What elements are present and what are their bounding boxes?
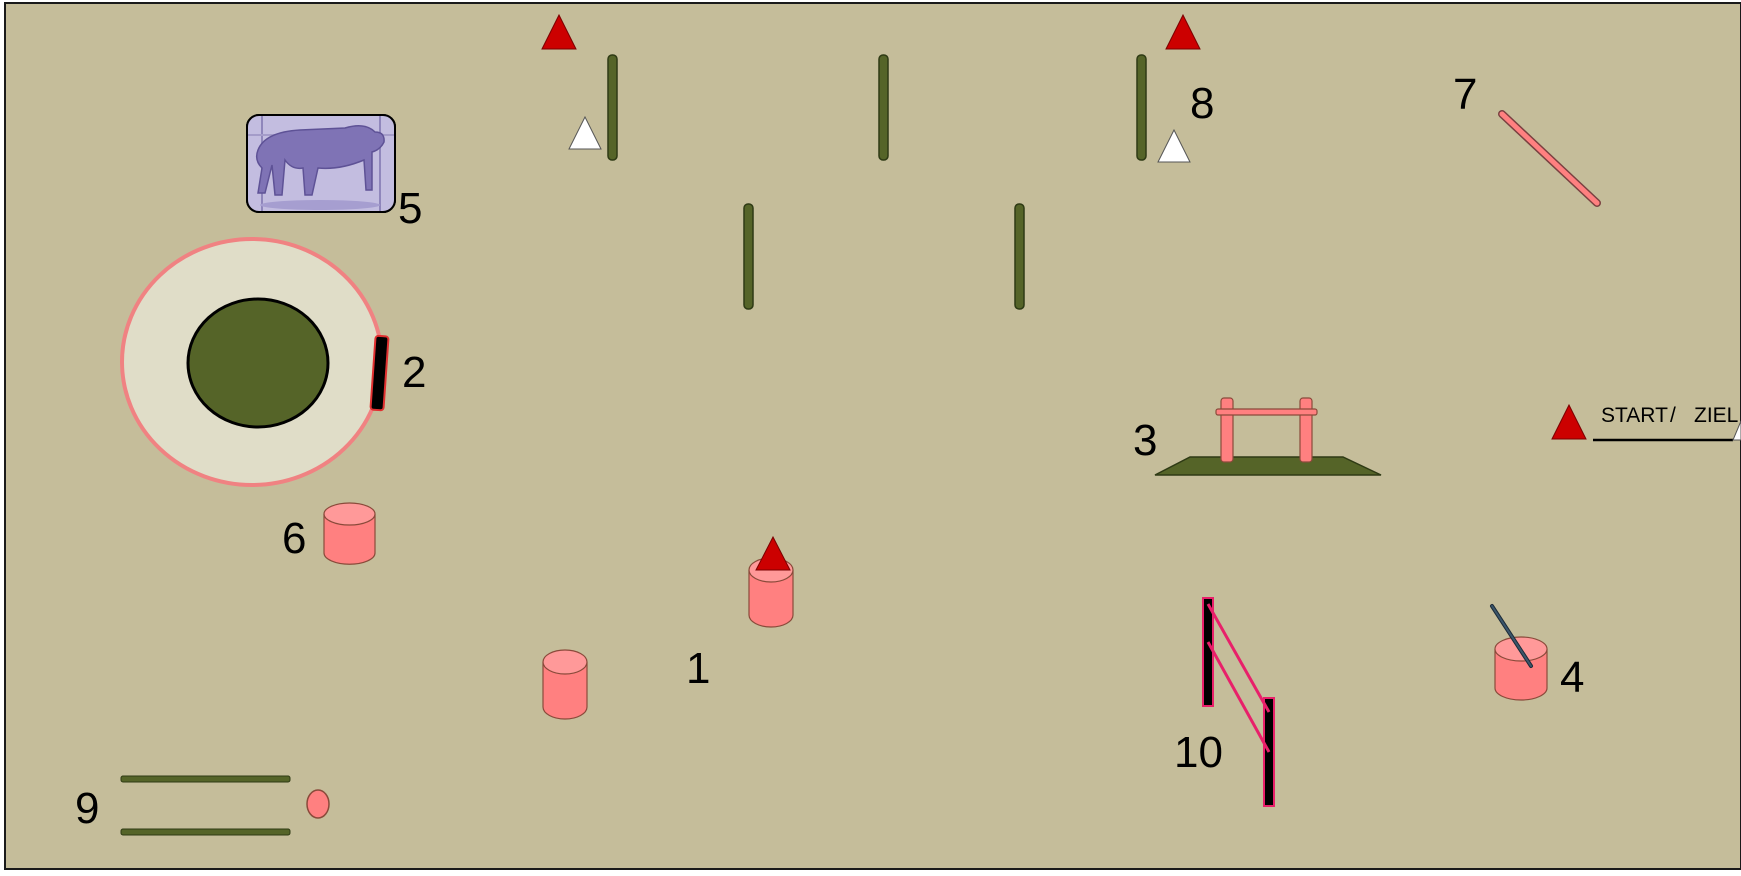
gate-post (1203, 598, 1213, 706)
bridge-base (1155, 457, 1381, 475)
barrel-icon (324, 503, 375, 564)
start-label: START (1601, 404, 1668, 427)
station-7-number: 7 (1453, 70, 1477, 119)
lane-pole (121, 829, 290, 835)
bridge-post (1300, 398, 1312, 462)
barrel-icon (1495, 637, 1547, 700)
station-8-number: 8 (1190, 79, 1214, 128)
station-5-number: 5 (398, 184, 422, 233)
bull-photo-icon (247, 115, 395, 212)
station-6-number: 6 (282, 514, 306, 563)
marker-dot (307, 790, 329, 818)
bridge-rail (1216, 409, 1317, 415)
station-10-number: 10 (1174, 728, 1223, 777)
slalom-pole (744, 204, 753, 309)
station-4-number: 4 (1560, 653, 1584, 702)
slalom-pole (879, 55, 888, 160)
slalom-pole (1137, 55, 1146, 160)
ziel-label: ZIEL (1694, 404, 1738, 427)
slalom-pole (608, 55, 617, 160)
station-3-number: 3 (1133, 416, 1157, 465)
barrel-icon (543, 650, 587, 719)
start-ziel-label: START / ZIEL (1601, 404, 1738, 427)
arena-center (188, 299, 328, 427)
slalom-pole (1015, 204, 1024, 309)
bridge-post (1221, 398, 1233, 462)
station-2-number: 2 (402, 348, 426, 397)
station-9-number: 9 (75, 784, 99, 833)
start-ziel-separator: / (1670, 404, 1676, 427)
station-1-number: 1 (686, 644, 710, 693)
lane-pole (121, 776, 290, 782)
